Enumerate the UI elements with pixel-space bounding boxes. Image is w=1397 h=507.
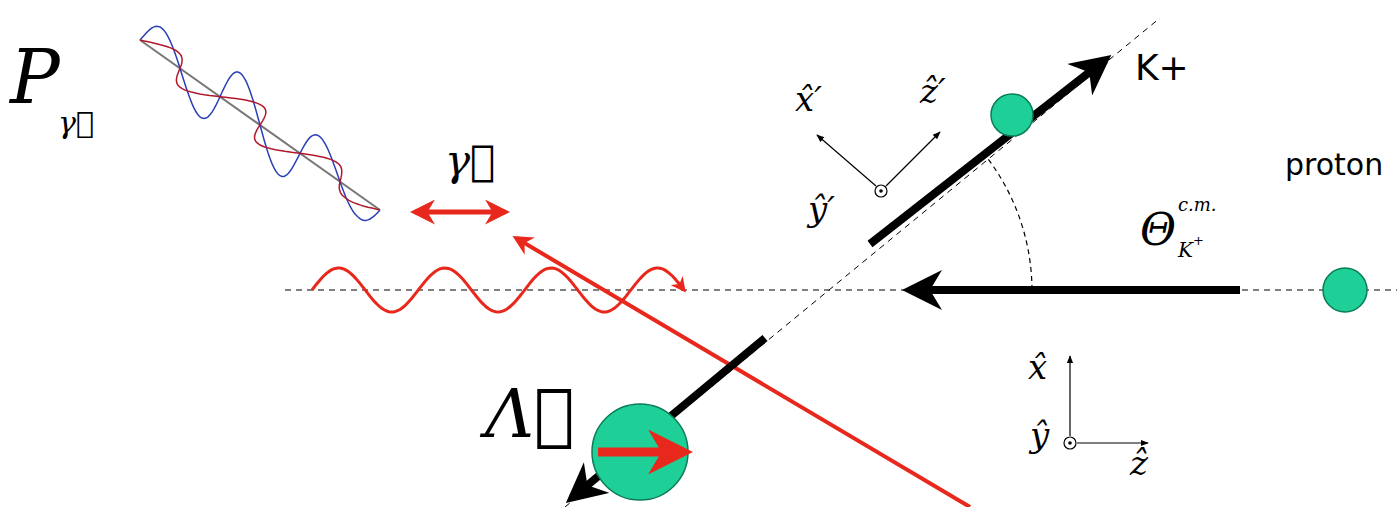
- polarization-symbol: P: [10, 40, 60, 114]
- angle-subscript: +: [1193, 234, 1204, 247]
- wave-magnetic: [140, 40, 380, 210]
- proton-momentum: [910, 286, 1240, 294]
- angle-subscript: K: [1178, 240, 1193, 260]
- kaon-circle: [991, 94, 1033, 136]
- x-axis: [1069, 356, 1070, 436]
- z-axis: [1077, 442, 1148, 443]
- y-axis: [1064, 437, 1076, 449]
- proton-circle: [1323, 268, 1367, 312]
- angle-superscript: c.m.: [1178, 196, 1217, 214]
- axis-label: ŷ′: [808, 192, 835, 226]
- axis-label: ẑ: [1130, 446, 1148, 480]
- particle-label: K+: [1135, 50, 1189, 86]
- lambda-symbol: Λ⃗: [485, 380, 575, 448]
- wave-axis: [140, 40, 380, 210]
- axis-label: ẑ′: [920, 74, 946, 108]
- kaon-momentum: [870, 60, 1105, 244]
- polarization-subscript: γ⃗: [58, 108, 94, 138]
- axis-label: ŷ: [1030, 418, 1049, 452]
- photon-symbol: γ⃗: [445, 140, 495, 182]
- lambda-circle: [592, 404, 688, 500]
- angle-symbol: Θ: [1140, 208, 1176, 252]
- polarization-arrow: [415, 210, 505, 215]
- zprime-axis: [886, 132, 940, 186]
- lambda-spin: [598, 448, 684, 457]
- polarization-line: [516, 238, 970, 507]
- kaon-axis: [565, 18, 1160, 507]
- angle-arc: [985, 155, 1032, 290]
- particle-label: proton: [1285, 150, 1383, 180]
- xprime-axis: [817, 135, 876, 186]
- axis-label: x̂′: [795, 82, 822, 116]
- beam-axis: [285, 290, 1397, 291]
- axis-label: x̂: [1028, 350, 1047, 384]
- yprime-axis: [875, 185, 887, 197]
- wave-electric: [140, 26, 380, 220]
